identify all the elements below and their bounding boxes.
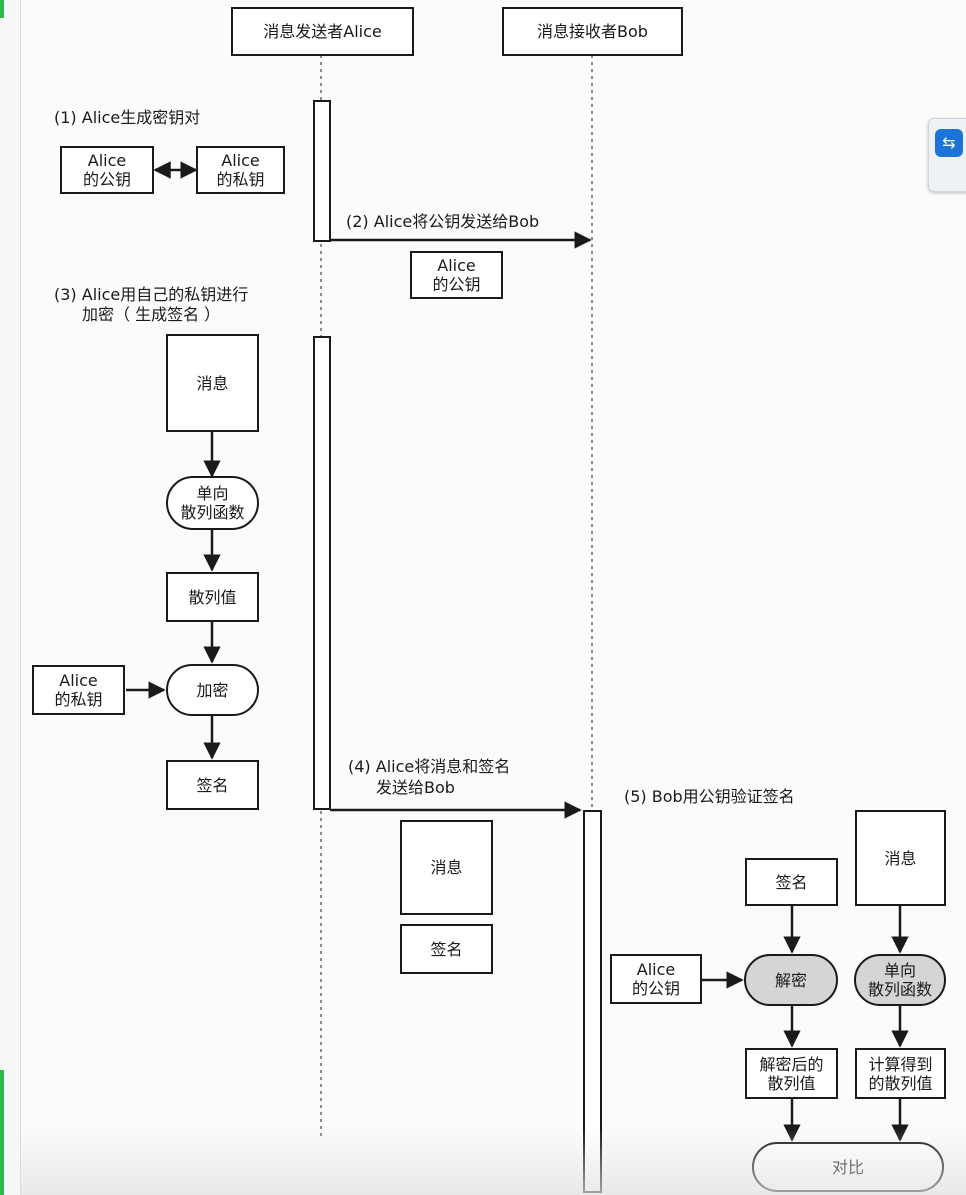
step5-label: (5) Bob用公钥验证签名 xyxy=(624,787,795,806)
step4-label-line1: (4) Alice将消息和签名 xyxy=(348,757,511,776)
step3-hash-value-label: 散列值 xyxy=(188,587,237,607)
step2-alice-public-key: Alice 的公钥 xyxy=(410,251,503,299)
hash-function-line2: 散列函数 xyxy=(867,980,932,999)
step3-hash-value: 散列值 xyxy=(166,572,259,622)
step2-label: (2) Alice将公钥发送给Bob xyxy=(346,212,540,231)
key-owner: Alice xyxy=(87,151,127,170)
step5-decrypt-label: 解密 xyxy=(774,970,807,990)
remote-control-widget[interactable]: ⇆ xyxy=(928,118,966,192)
step1-label: (1) Alice生成密钥对 xyxy=(54,108,201,127)
step3-hash-function: 单向 散列函数 xyxy=(166,476,259,530)
alice-activation-2 xyxy=(313,336,331,810)
participant-alice-label: 消息发送者Alice xyxy=(263,22,382,41)
step3-message: 消息 xyxy=(166,334,259,432)
hash-function-line2: 散列函数 xyxy=(180,503,245,522)
decrypted-hash-line2: 散列值 xyxy=(767,1073,816,1093)
window-edge-indicator xyxy=(0,0,4,1195)
step4-label-line2: 发送给Bob xyxy=(376,778,455,797)
key-owner: Alice xyxy=(636,960,676,979)
step1-alice-private-key: Alice 的私钥 xyxy=(196,146,285,194)
participant-bob-label: 消息接收者Bob xyxy=(537,22,648,41)
alice-activation-1 xyxy=(313,100,331,242)
step5-message-label: 消息 xyxy=(884,848,917,868)
step1-alice-public-key: Alice 的公钥 xyxy=(60,146,154,194)
step3-encrypt-label: 加密 xyxy=(196,680,229,700)
step4-signature-label: 签名 xyxy=(430,939,463,959)
step3-label-line1: (3) Alice用自己的私钥进行 xyxy=(54,285,249,304)
step3-alice-private-key: Alice 的私钥 xyxy=(32,665,125,715)
step5-signature-label: 签名 xyxy=(775,872,808,892)
key-type: 的公钥 xyxy=(82,170,131,189)
remote-control-icon: ⇆ xyxy=(935,129,963,157)
key-type: 的公钥 xyxy=(432,275,481,294)
key-owner: Alice xyxy=(437,256,476,275)
key-owner: Alice xyxy=(221,151,260,170)
key-type: 的私钥 xyxy=(216,170,265,189)
step3-label-line2: 加密（ 生成签名 ） xyxy=(82,305,221,324)
step4-signature: 签名 xyxy=(400,924,493,974)
step3-signature-label: 签名 xyxy=(196,775,229,795)
step5-decrypted-hash: 解密后的 散列值 xyxy=(745,1048,838,1099)
computed-hash-line2: 的散列值 xyxy=(868,1073,933,1093)
key-type: 的私钥 xyxy=(54,690,103,709)
participant-bob: 消息接收者Bob xyxy=(502,7,683,56)
decrypted-hash-line1: 解密后的 xyxy=(759,1054,824,1074)
step5-alice-public-key: Alice 的公钥 xyxy=(610,954,702,1004)
participant-alice: 消息发送者Alice xyxy=(231,7,414,56)
step5-computed-hash: 计算得到 的散列值 xyxy=(855,1048,946,1099)
step3-message-label: 消息 xyxy=(196,373,229,393)
step5-hash-function: 单向 散列函数 xyxy=(854,954,946,1006)
key-owner: Alice xyxy=(59,671,98,690)
hash-function-line1: 单向 xyxy=(196,484,229,503)
computed-hash-line1: 计算得到 xyxy=(868,1054,933,1074)
step5-decrypt: 解密 xyxy=(744,954,838,1006)
step5-signature: 签名 xyxy=(745,858,838,906)
screen-bottom-fade xyxy=(20,1128,966,1195)
step5-message: 消息 xyxy=(855,810,946,906)
step3-encrypt: 加密 xyxy=(166,664,259,716)
step4-message-label: 消息 xyxy=(430,858,463,877)
key-type: 的公钥 xyxy=(631,979,680,998)
step3-signature: 签名 xyxy=(166,760,259,810)
hash-function-line1: 单向 xyxy=(883,961,916,980)
step4-message: 消息 xyxy=(400,820,493,915)
